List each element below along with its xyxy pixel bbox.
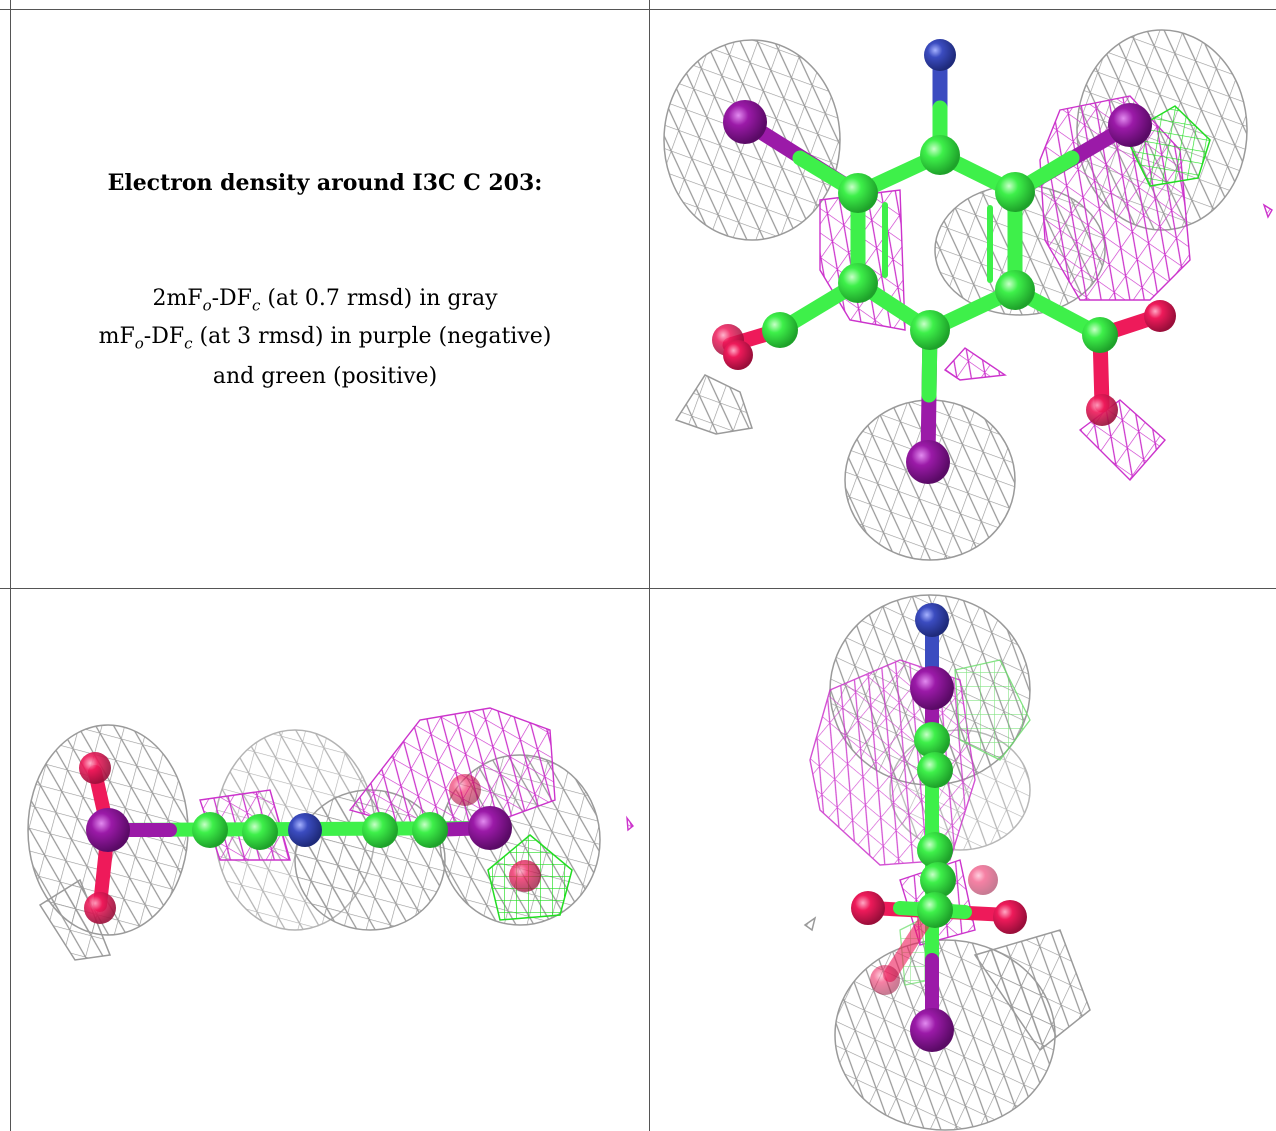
carbon-atom [838,263,878,303]
molecule-atoms [712,39,1176,484]
oxygen-atom [993,900,1027,934]
oxygen-atom [1086,394,1118,426]
iodine-atom [86,808,130,852]
molecule-view-bottom-right [650,589,1276,1131]
carbon-atom [920,135,960,175]
nitrogen-atom [288,813,322,847]
center-border [649,0,650,1131]
carbon-atom [917,832,953,868]
caption-line-fofc: mFo-DFc (at 3 rmsd) in purple (negative) [98,324,552,353]
oxygen-atom [851,891,885,925]
top-border [0,9,1276,10]
oxygen-atom [1144,300,1176,332]
oxygen-atom [509,860,541,892]
oxygen-atom [870,965,900,995]
iodine-atom [1108,103,1152,147]
middle-border [0,588,1276,589]
left-border [10,0,11,1131]
carbon-atom [914,722,950,758]
caption-line-colors: and green (positive) [212,364,438,389]
oxygen-atom [723,340,753,370]
molecule-render-edge-vertical [803,594,1091,1131]
caption-title: Electron density around I3C C 203: [107,170,543,196]
caption-cell: Electron density around I3C C 203: 2mFo-… [0,0,650,588]
ring-inner-bonds [882,202,993,283]
carbon-atom [412,812,448,848]
carbon-atom [242,814,278,850]
iodine-atom [910,1008,954,1052]
carbon-atom [838,173,878,213]
oxygen-atom [79,752,111,784]
iodine-atom [468,806,512,850]
molecule-atoms [851,603,1027,1052]
carbon-atom [995,270,1035,310]
carbon-atom [362,812,398,848]
iodine-atom [910,666,954,710]
carbon-atom [917,752,953,788]
carbon-atom [910,310,950,350]
molecule-render-face-on [663,29,1273,561]
carbon-atom [192,812,228,848]
carbon-atom [917,892,953,928]
nitrogen-atom [924,39,956,71]
carbon-atom [920,862,956,898]
molecule-render-edge-horizontal [27,707,634,961]
carbon-atom [995,172,1035,212]
molecule-atoms [79,752,541,924]
molecule-view-bottom-left [11,589,649,1131]
molecule-view-top-right [650,10,1276,588]
carbon-atom [1082,317,1118,353]
carbon-atom [762,312,798,348]
oxygen-atom [968,865,998,895]
iodine-atom [723,100,767,144]
oxygen-atom [84,892,116,924]
caption-line-2fofc: 2mFo-DFc (at 0.7 rmsd) in gray [152,286,498,315]
iodine-atom [906,440,950,484]
nitrogen-atom [915,603,949,637]
oxygen-atom [449,774,481,806]
